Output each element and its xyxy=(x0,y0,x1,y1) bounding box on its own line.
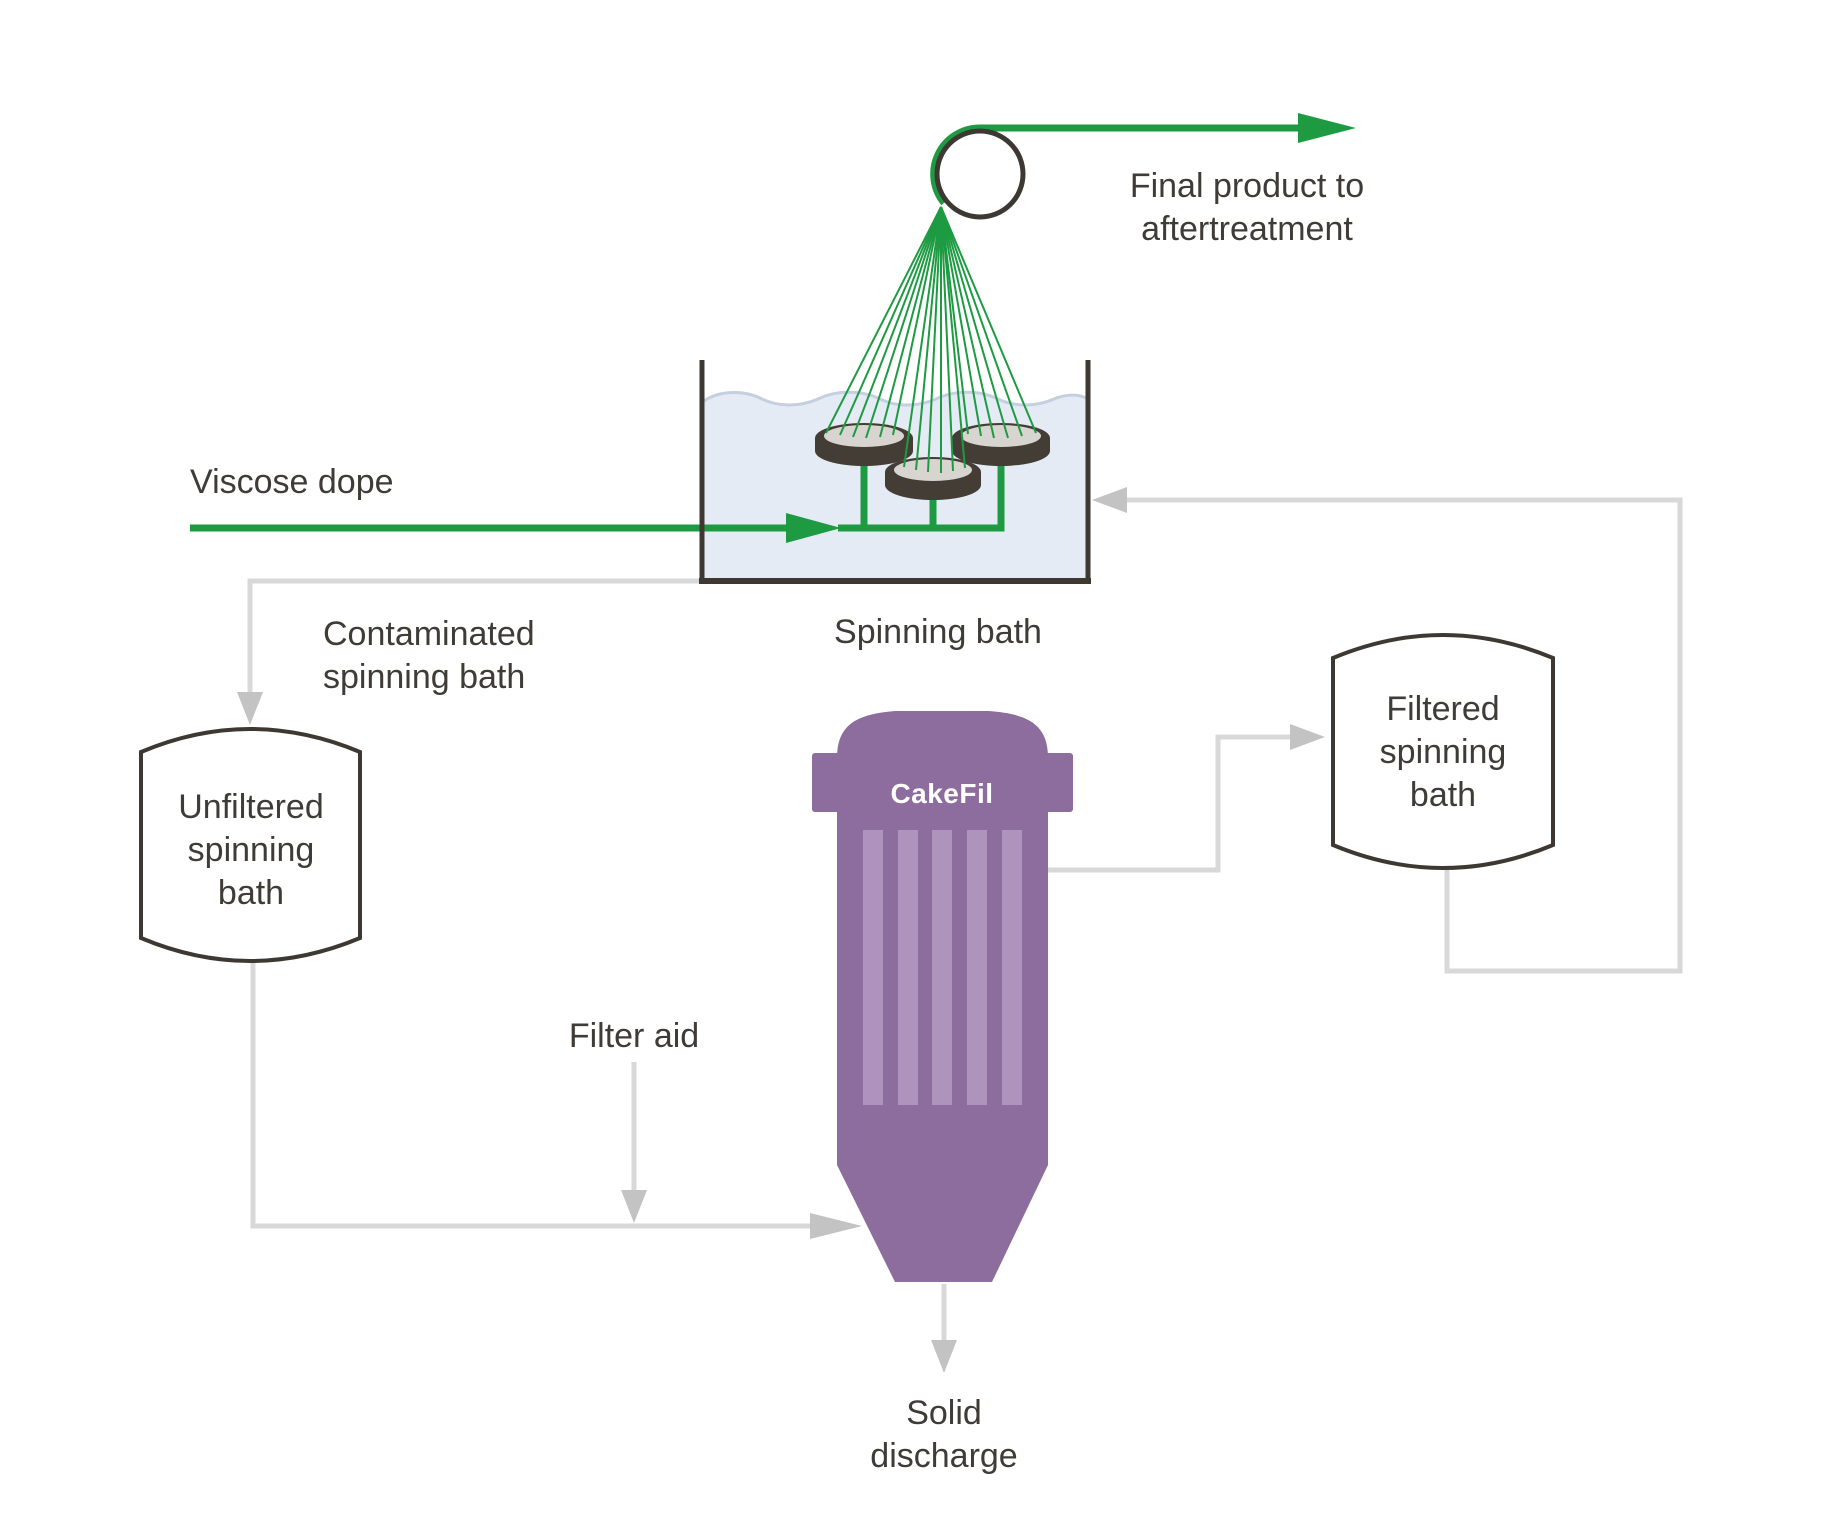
spinneret-center xyxy=(885,457,981,500)
filtered-tank-label: Filtered spinning bath xyxy=(1379,690,1507,814)
arrow-viscose xyxy=(786,513,841,543)
filament-thread xyxy=(940,206,954,472)
filament-thread xyxy=(940,206,969,435)
spinneret-left xyxy=(815,423,913,466)
arrow-final-product xyxy=(1298,113,1356,143)
vessel-flange xyxy=(812,753,1073,812)
filament-thread xyxy=(825,206,942,434)
filament-thread xyxy=(892,206,942,436)
filament-thread xyxy=(940,206,1009,439)
filament-thread xyxy=(839,206,942,436)
filament-thread xyxy=(940,206,1037,434)
godet-roller-group xyxy=(930,113,1356,220)
filtered-tank-shape xyxy=(1331,633,1555,870)
filament-thread xyxy=(915,206,942,471)
spinneret-right xyxy=(952,423,1050,466)
arrow-to-cone xyxy=(810,1213,862,1239)
spinning-bath-label: Spinning bath xyxy=(834,613,1042,651)
spinning-bath-vessel xyxy=(190,206,1091,584)
gray-arrowheads xyxy=(237,487,1325,1373)
arrow-solid-discharge xyxy=(931,1340,957,1373)
filament-thread xyxy=(879,206,942,438)
arrow-return-to-bath xyxy=(1092,487,1127,513)
contaminated-line xyxy=(247,578,704,694)
arrow-to-unfiltered xyxy=(237,692,263,725)
filament-thread xyxy=(903,206,942,468)
final-product-label: Final product to aftertreatment xyxy=(1129,167,1365,248)
final-product-thread xyxy=(930,124,1300,206)
unfiltered-tank-label: Unfiltered spinning bath xyxy=(178,788,324,912)
return-line xyxy=(1125,497,1683,974)
filament-thread xyxy=(940,206,995,439)
filament-threads xyxy=(825,206,1037,473)
filament-thread xyxy=(852,206,942,438)
gray-piping xyxy=(247,497,1683,1342)
cakefil-vessel xyxy=(812,711,1073,1282)
filament-thread xyxy=(940,206,1023,437)
filament-thread xyxy=(940,206,982,437)
water-surface-line xyxy=(703,390,1087,407)
solid-discharge-label: Solid discharge xyxy=(870,1394,1018,1475)
arrow-to-filtered-tank xyxy=(1290,724,1325,750)
unfiltered-to-filter-line xyxy=(250,960,810,1229)
filtrate-line xyxy=(1048,734,1292,873)
filament-thread xyxy=(927,206,942,473)
filter-aid-label: Filter aid xyxy=(568,1017,700,1055)
filament-thread xyxy=(865,206,942,439)
arrow-filter-aid xyxy=(621,1190,647,1223)
unfiltered-tank-shape xyxy=(139,727,362,963)
viscose-dope-label: Viscose dope xyxy=(190,463,394,501)
contaminated-label: Contaminated spinning bath xyxy=(323,615,535,696)
filter-candles xyxy=(863,830,1022,1105)
godet-roller xyxy=(934,128,1026,220)
filament-thread xyxy=(940,206,966,469)
cakefil-label: CakeFil xyxy=(890,778,994,809)
